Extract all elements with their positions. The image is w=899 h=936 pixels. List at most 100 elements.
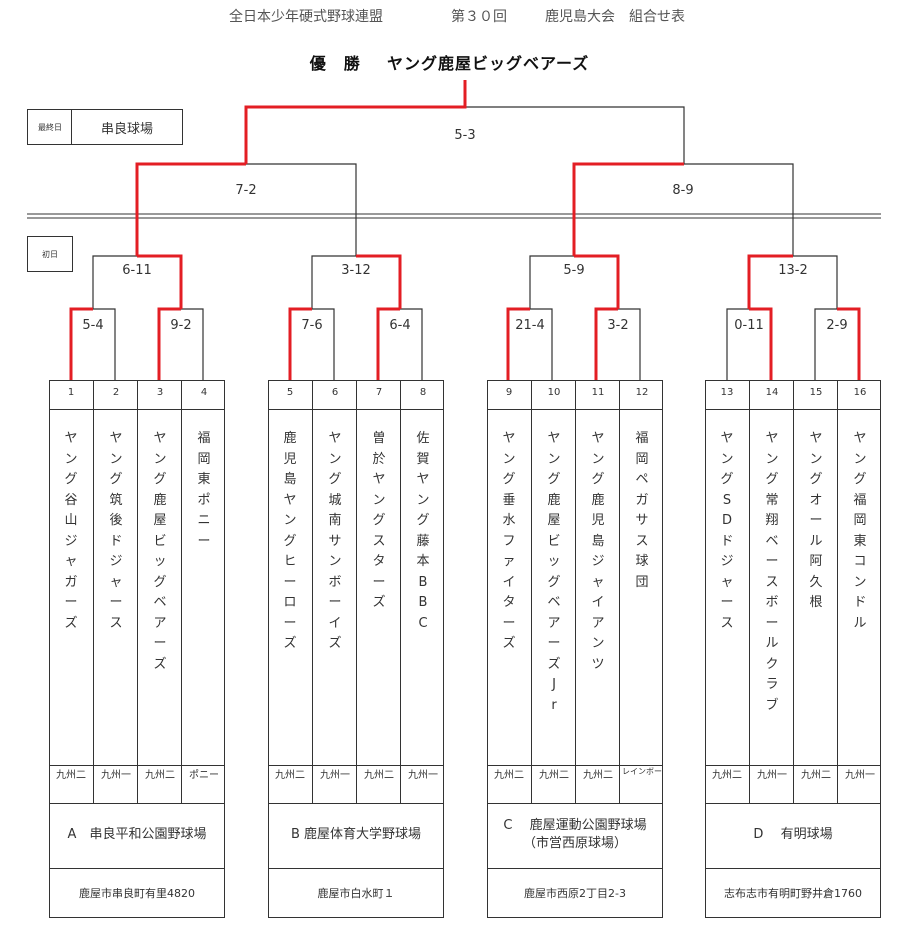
team-name: ヤング鹿児島ジャイアンツ	[591, 431, 605, 672]
team-name: ヤング常翔ベースボールクラブ	[765, 431, 779, 713]
team-number: 4	[200, 387, 208, 398]
win-path-qf1	[137, 254, 183, 309]
team-name: 鹿児島ヤングヒーローズ	[283, 431, 297, 651]
team-column: 14 ヤング常翔ベースボールクラブ九州一	[749, 381, 793, 803]
win-path-qf3	[574, 254, 620, 309]
score-r1-6: 3-2	[607, 318, 629, 333]
win-path-16	[837, 307, 861, 380]
round1-lines	[70, 106, 860, 380]
venue-line1: B 鹿屋体育大学野球場	[290, 827, 422, 842]
team-number: 13	[720, 387, 734, 398]
venue-name: C 鹿屋運動公園野球場（市営西原球場）	[487, 803, 663, 867]
team-name: 福岡ペガサス球団	[635, 431, 649, 590]
win-path-1	[69, 307, 93, 380]
win-path-14	[749, 307, 773, 380]
team-column: 11 ヤング鹿児島ジャイアンツ九州二	[575, 381, 619, 803]
table-rule	[50, 868, 224, 869]
team-association: 九州一	[408, 770, 438, 781]
venue-line1: D 有明球場	[753, 827, 833, 842]
team-association: 九州一	[320, 770, 350, 781]
team-association: 九州二	[539, 770, 569, 781]
venue-line1: A 串良平和公園野球場	[67, 827, 207, 842]
team-name: ヤング筑後ドジャース	[109, 431, 123, 631]
team-association: 九州一	[845, 770, 875, 781]
tournament-edition: 第３０回	[451, 9, 507, 25]
team-name: ヤング谷山ジャガーズ	[64, 431, 78, 631]
score-qf-3: 5-9	[563, 263, 585, 278]
team-number: 9	[505, 387, 513, 398]
champion-label: 優 勝	[309, 54, 361, 73]
table-rule	[269, 803, 443, 804]
team-number: 1	[67, 387, 75, 398]
winner-paths	[69, 80, 861, 380]
team-association: ポニー	[189, 770, 219, 781]
score-r1-2: 9-2	[170, 318, 192, 333]
team-number: 10	[547, 387, 561, 398]
team-association: 九州二	[801, 770, 831, 781]
table-rule	[488, 868, 662, 869]
win-path-5	[288, 307, 312, 380]
win-path-qf4	[747, 254, 793, 309]
team-name: ヤング福岡東コンドル	[853, 431, 867, 631]
win-path-sf1	[135, 162, 246, 256]
team-name: ヤングオール阿久根	[809, 431, 823, 610]
team-column: 16 ヤング福岡東コンドル九州一	[837, 381, 881, 803]
team-number: 11	[591, 387, 605, 398]
team-number: 16	[853, 387, 867, 398]
team-number: 14	[765, 387, 779, 398]
score-r1-8: 2-9	[826, 318, 848, 333]
win-path-3	[157, 307, 181, 380]
score-r1-1: 5-4	[82, 318, 104, 333]
team-association: 九州二	[583, 770, 613, 781]
win-path-sf2	[572, 162, 684, 256]
tournament-name: 鹿児島大会 組合せ表	[545, 9, 685, 25]
team-number: 15	[809, 387, 823, 398]
team-association: 九州二	[712, 770, 742, 781]
venue-name: B 鹿屋体育大学野球場	[268, 803, 444, 867]
score-semi-right: 8-9	[672, 183, 694, 198]
tournament-org-title: 全日本少年硬式野球連盟	[229, 9, 383, 25]
team-number: 12	[635, 387, 649, 398]
team-column: 15 ヤングオール阿久根九州二	[793, 381, 837, 803]
venue-address: 鹿屋市西原2丁目2-3	[524, 887, 626, 900]
score-r1-3: 7-6	[301, 318, 323, 333]
score-qf-2: 3-12	[341, 263, 371, 278]
win-path-9	[506, 307, 530, 380]
table-rule	[269, 868, 443, 869]
venue-name: A 串良平和公園野球場	[49, 803, 225, 867]
venue-name: D 有明球場	[705, 803, 881, 867]
win-path-final	[244, 80, 467, 164]
table-rule	[50, 803, 224, 804]
team-number: 6	[331, 387, 339, 398]
champion-banner: 優 勝 ヤング鹿屋ビッグベアーズ	[0, 50, 899, 74]
team-number: 5	[286, 387, 294, 398]
table-rule	[706, 868, 880, 869]
table-rule	[706, 803, 880, 804]
team-association: 九州二	[364, 770, 394, 781]
first-day-label: 初日	[27, 236, 73, 272]
team-name: ヤング垂水ファイターズ	[502, 431, 516, 651]
win-path-7	[376, 307, 400, 380]
final-day-venue: 串良球場	[71, 109, 183, 145]
team-number: 7	[375, 387, 383, 398]
table-rule	[488, 803, 662, 804]
venue-address: 鹿屋市白水町１	[317, 887, 395, 900]
team-association: 九州一	[757, 770, 787, 781]
score-qf-1: 6-11	[122, 263, 152, 278]
score-final: 5-3	[454, 128, 476, 143]
score-r1-4: 6-4	[389, 318, 411, 333]
team-name: ヤング鹿屋ビッグベアーズ	[153, 431, 167, 672]
venue-address: 鹿屋市串良町有里4820	[79, 887, 195, 900]
team-association: 九州二	[145, 770, 175, 781]
team-association: 九州二	[494, 770, 524, 781]
